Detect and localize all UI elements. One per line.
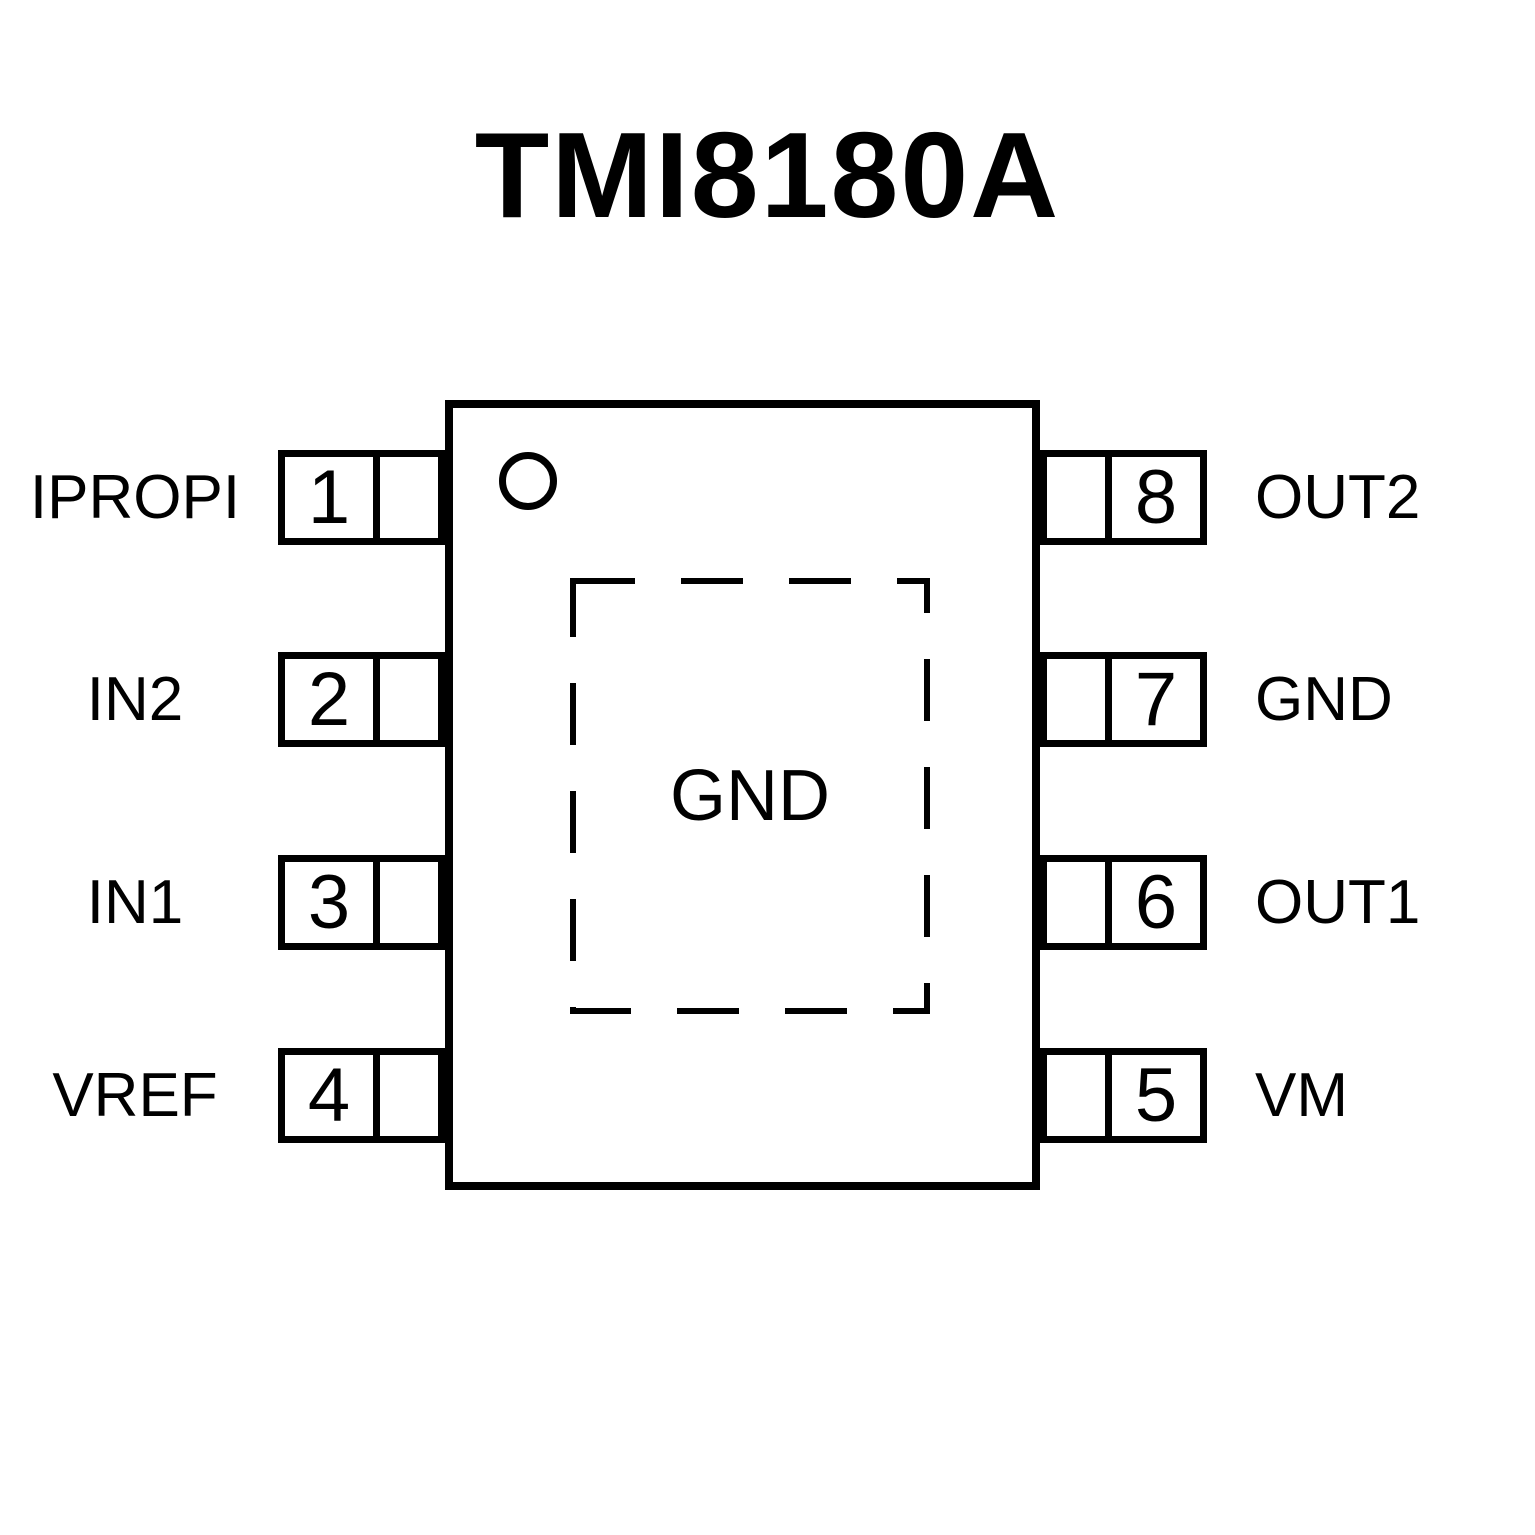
pin-number: 1 <box>285 457 380 538</box>
exposed-pad-label: GND <box>670 756 830 836</box>
pin-lead <box>380 659 438 740</box>
pin-number: 6 <box>1105 862 1200 943</box>
pin-label-out1: OUT1 <box>1255 868 1421 937</box>
pin-number: 4 <box>285 1055 380 1136</box>
pin-lead <box>380 457 438 538</box>
pin-number: 7 <box>1105 659 1200 740</box>
pin-box-5: 5 <box>1040 1048 1207 1143</box>
pin-box-6: 6 <box>1040 855 1207 950</box>
pin-number: 5 <box>1105 1055 1200 1136</box>
pin-label-vref: VREF <box>52 1061 218 1130</box>
pin-label-gnd: GND <box>1255 665 1393 734</box>
pin-box-7: 7 <box>1040 652 1207 747</box>
pin-lead <box>1047 862 1105 943</box>
pin-lead <box>380 862 438 943</box>
pin-lead <box>380 1055 438 1136</box>
pin-box-4: 4 <box>278 1048 445 1143</box>
chip-title: TMI8180A <box>474 107 1061 243</box>
pin-lead <box>1047 659 1105 740</box>
pin-lead <box>1047 1055 1105 1136</box>
exposed-pad-outline <box>570 578 930 1014</box>
pin-lead <box>1047 457 1105 538</box>
pin-label-vm: VM <box>1255 1061 1348 1130</box>
chip-body: GND <box>445 400 1040 1190</box>
pin-number: 2 <box>285 659 380 740</box>
pin-box-1: 1 <box>278 450 445 545</box>
pin-number: 8 <box>1105 457 1200 538</box>
pin-label-out2: OUT2 <box>1255 463 1421 532</box>
pin-box-2: 2 <box>278 652 445 747</box>
pin-label-ipropi: IPROPI <box>29 463 241 532</box>
pin-label-in1: IN1 <box>86 868 184 937</box>
pin-label-in2: IN2 <box>86 665 184 734</box>
pin-box-8: 8 <box>1040 450 1207 545</box>
pin1-indicator-icon <box>499 452 557 510</box>
pin-box-3: 3 <box>278 855 445 950</box>
pin-number: 3 <box>285 862 380 943</box>
